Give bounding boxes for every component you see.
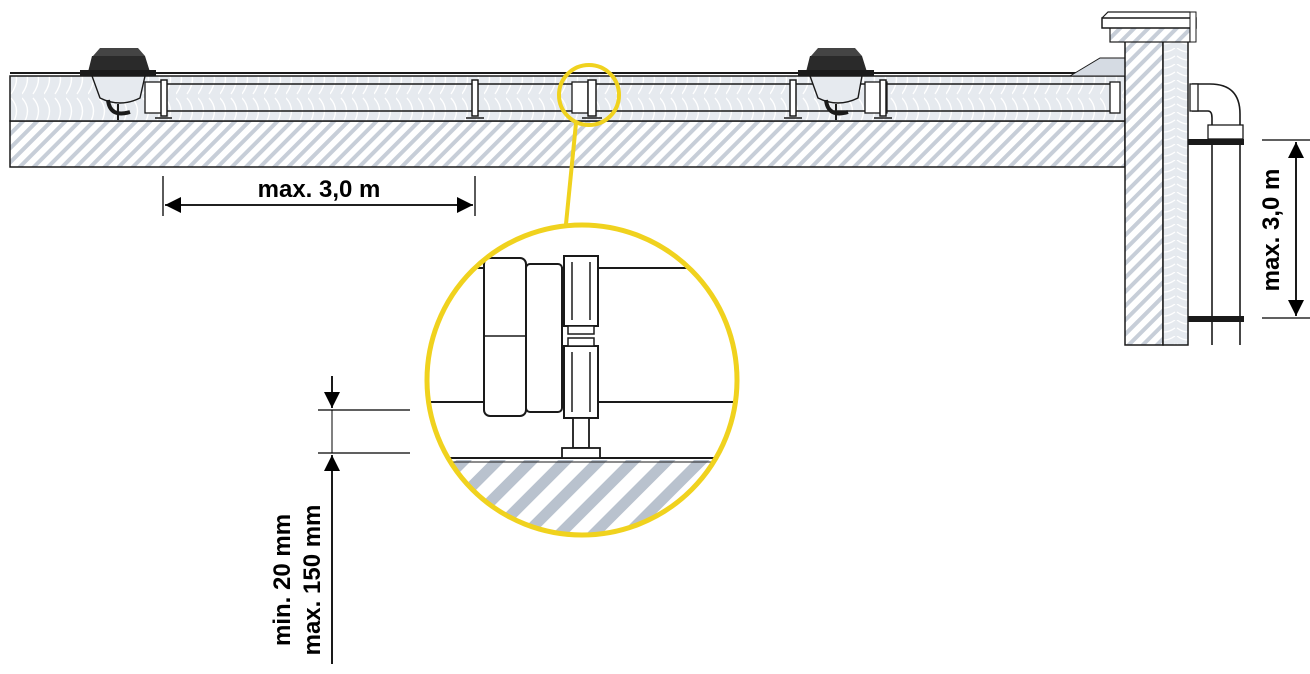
vertical-downpipe — [1188, 83, 1244, 345]
pipe-brackets — [155, 79, 892, 119]
height-dimension: min. 20 mm max. 150 mm — [269, 376, 410, 664]
concrete-slab — [9, 120, 1126, 168]
vertical-dimension-label: max. 3,0 m — [1258, 169, 1285, 292]
concrete-wall — [1101, 11, 1197, 346]
height-min-label: min. 20 mm — [269, 514, 296, 646]
horizontal-dimension-label: max. 3,0 m — [258, 176, 381, 203]
horizontal-dimension: max. 3,0 m — [162, 176, 476, 216]
detail-magnified-view — [424, 222, 740, 538]
roof-drain-right — [798, 48, 874, 120]
vertical-dimension: max. 3,0 m — [1258, 139, 1310, 319]
height-max-label: max. 150 mm — [299, 505, 326, 656]
detail-callout — [557, 63, 621, 225]
roof-drain-left — [80, 48, 156, 120]
